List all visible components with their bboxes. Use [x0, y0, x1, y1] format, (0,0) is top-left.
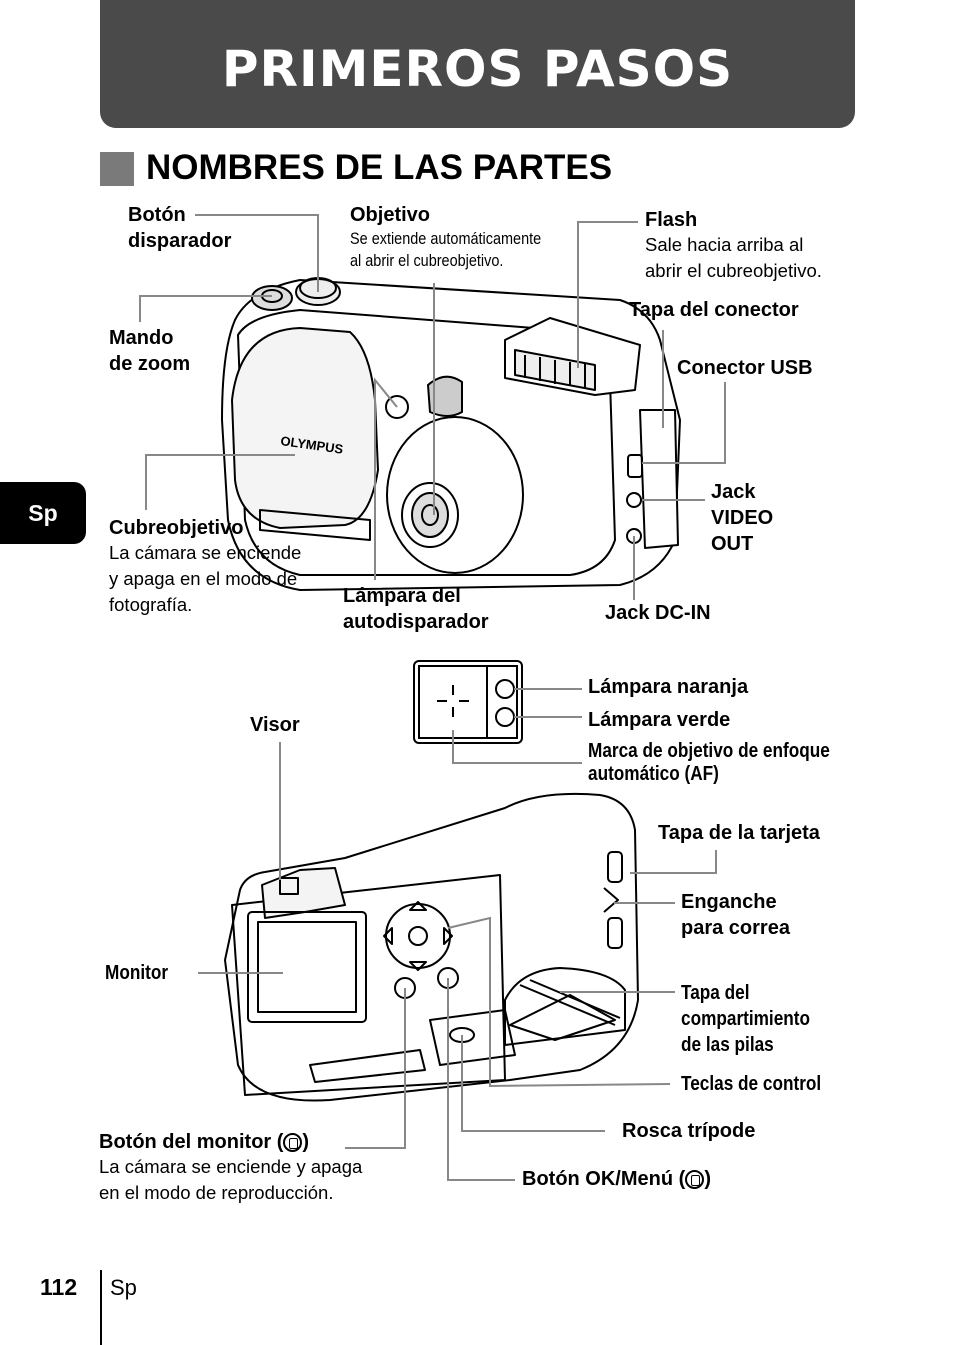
label-boton-disparador: Botón disparador: [128, 202, 231, 254]
chapter-title: PRIMEROS PASOS: [221, 40, 734, 98]
label-tapa-pilas: Tapa del compartimiento de las pilas: [681, 980, 810, 1058]
desc-line: Se extiende automáticamente: [350, 229, 542, 248]
dpad-shape: [385, 903, 451, 969]
label-lampara-autodisparador: Lámpara del autodisparador: [343, 583, 489, 635]
desc-line: abrir el cubreobjetivo.: [645, 260, 822, 281]
desc-line: La cámara se enciende y apaga: [99, 1156, 363, 1177]
label-tapa-tarjeta: Tapa de la tarjeta: [658, 822, 820, 844]
label-teclas-control: Teclas de control: [681, 1073, 822, 1095]
desc-boton-monitor: La cámara se enciende y apaga en el modo…: [99, 1154, 362, 1206]
self-timer-lamp-shape: [385, 395, 409, 419]
label-monitor: Monitor: [105, 962, 169, 984]
label-boton-ok-menu: Botón OK/Menú (): [522, 1166, 711, 1192]
label-tapa-conector: Tapa del conector: [629, 299, 799, 321]
section-marker: [100, 152, 134, 186]
label-flash: Flash: [645, 209, 698, 231]
label-line: Mando: [109, 327, 174, 349]
label-line: compartimiento: [681, 1008, 811, 1030]
desc-cubreobjetivo: La cámara se enciende y apaga en el modo…: [109, 540, 301, 618]
label-line: para correa: [681, 917, 790, 939]
desc-flash: Sale hacia arriba al abrir el cubreobjet…: [645, 232, 822, 284]
label-enganche: Enganche para correa: [681, 889, 790, 941]
lens-cover-shape: [231, 327, 379, 529]
label-marca-af: Marca de objetivo de enfoque automático …: [588, 740, 830, 786]
label-text: ): [302, 1131, 310, 1153]
label-line: OUT: [711, 533, 754, 555]
label-jack-video: Jack VIDEO OUT: [711, 479, 773, 557]
label-line: Marca de objetivo de enfoque: [588, 740, 830, 762]
label-text: Botón OK/Menú (: [522, 1168, 686, 1190]
label-line: automático (AF): [588, 763, 719, 785]
chapter-banner: PRIMEROS PASOS: [100, 0, 855, 128]
desc-line: Sale hacia arriba al: [645, 234, 804, 255]
desc-line: y apaga en el modo de: [109, 568, 298, 589]
label-jack-dc-in: Jack DC-IN: [605, 602, 711, 624]
label-line: autodisparador: [343, 611, 489, 633]
language-tab: Sp: [0, 482, 86, 544]
label-boton-monitor: Botón del monitor (): [99, 1129, 309, 1155]
page-language: Sp: [110, 1275, 137, 1300]
label-line: de zoom: [109, 353, 191, 375]
label-objetivo: Objetivo: [350, 204, 431, 226]
desc-line: La cámara se enciende: [109, 542, 302, 563]
label-lampara-verde: Lámpara verde: [588, 709, 731, 731]
label-line: de las pilas: [681, 1034, 774, 1056]
label-cubreobjetivo: Cubreobjetivo: [109, 517, 244, 539]
label-line: Enganche: [681, 891, 777, 913]
label-text: Botón del monitor (: [99, 1131, 284, 1153]
section-title: NOMBRES DE LAS PARTES: [146, 148, 613, 187]
label-line: Jack: [711, 481, 756, 503]
desc-line: fotografía.: [109, 594, 193, 615]
label-lampara-naranja: Lámpara naranja: [588, 676, 749, 698]
monitor-icon: [283, 1133, 303, 1152]
menu-ok-icon: [685, 1170, 705, 1189]
label-rosca-tripode: Rosca trípode: [622, 1120, 756, 1142]
zoom-lever-shape: [251, 285, 293, 311]
label-text: ): [704, 1168, 711, 1190]
monitor-screen-shape: [247, 911, 367, 1023]
desc-line: al abrir el cubreobjetivo.: [350, 251, 504, 270]
label-line: Tapa del: [681, 982, 750, 1004]
label-conector-usb: Conector USB: [677, 357, 813, 379]
label-visor: Visor: [250, 714, 300, 736]
desc-objetivo: Se extiende automáticamente al abrir el …: [350, 228, 541, 272]
label-line: Botón: [128, 204, 186, 226]
label-line: Lámpara del: [343, 585, 461, 607]
page-number: 112: [40, 1274, 78, 1300]
label-line: disparador: [128, 230, 232, 252]
label-mando-zoom: Mando de zoom: [109, 325, 190, 377]
label-line: VIDEO: [711, 507, 774, 529]
desc-line: en el modo de reproducción.: [99, 1182, 334, 1203]
footer-divider: [100, 1270, 102, 1345]
